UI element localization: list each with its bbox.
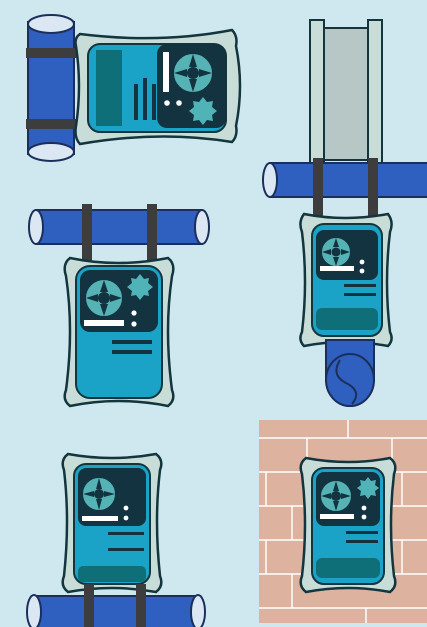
pipe-end-curve bbox=[335, 359, 358, 405]
diagram-meter-below-horizontal-pipe-with-vertical-duct bbox=[262, 19, 427, 407]
meter-display-strip bbox=[84, 320, 124, 326]
mount-strap-right bbox=[147, 204, 157, 270]
status-dot bbox=[361, 505, 367, 511]
status-dot bbox=[123, 505, 129, 511]
gear-icon bbox=[357, 477, 379, 499]
status-dot bbox=[361, 514, 367, 520]
meter-label-bar bbox=[134, 84, 138, 120]
meter-label-bar bbox=[152, 84, 156, 120]
duct-flange-left bbox=[309, 19, 325, 165]
meter-display-strip bbox=[82, 516, 118, 521]
meter-label-bar bbox=[112, 350, 152, 354]
meter-label-bar bbox=[112, 340, 152, 344]
wheel-icon bbox=[81, 476, 117, 512]
meter-label-bar bbox=[346, 531, 378, 534]
wheel-icon bbox=[320, 236, 352, 268]
meter-label-bar bbox=[346, 540, 378, 543]
pipe-end-view bbox=[325, 353, 375, 407]
meter-display-strip bbox=[320, 514, 354, 519]
wheel-icon bbox=[319, 479, 353, 513]
mount-strap-left bbox=[84, 584, 94, 627]
diagram-meter-above-horizontal-pipe bbox=[26, 452, 206, 627]
mount-strap-right bbox=[136, 584, 146, 627]
diagram-meter-hanging-below-horizontal-pipe bbox=[28, 204, 210, 408]
status-dot bbox=[359, 268, 365, 274]
duct-flange-right bbox=[367, 19, 383, 165]
pipe-end-top bbox=[27, 14, 75, 34]
gear-icon bbox=[189, 97, 217, 125]
status-dot bbox=[131, 321, 137, 327]
diagram-horizontal-meter-on-vertical-pipe bbox=[26, 14, 242, 162]
mount-strap-right bbox=[368, 158, 378, 218]
wheel-icon bbox=[84, 278, 124, 318]
meter-base bbox=[316, 308, 378, 330]
horizontal-pipe bbox=[35, 209, 203, 245]
pipe-end-right bbox=[190, 594, 206, 627]
meter-label-bar bbox=[108, 532, 144, 535]
gear-icon bbox=[127, 274, 153, 300]
pipe-end-bottom bbox=[27, 142, 75, 162]
status-dot bbox=[164, 100, 170, 106]
pipe-end-left bbox=[262, 162, 278, 198]
vertical-pipe bbox=[27, 21, 75, 155]
status-dot bbox=[359, 259, 365, 265]
meter-label-bar bbox=[344, 293, 376, 296]
mount-strap-left bbox=[313, 158, 323, 218]
horizontal-pipe bbox=[269, 162, 427, 198]
meter-base bbox=[316, 558, 380, 578]
meter-label-bar bbox=[108, 548, 144, 551]
horizontal-pipe bbox=[33, 595, 199, 627]
meter-label-bar bbox=[344, 284, 376, 287]
pipe-end-right bbox=[194, 209, 210, 245]
meter-display-strip bbox=[163, 52, 169, 92]
diagram-meter-on-brick-wall bbox=[259, 420, 427, 623]
wheel-icon bbox=[172, 52, 214, 94]
status-dot bbox=[176, 100, 182, 106]
pipe-end-left bbox=[28, 209, 44, 245]
meter-panel-left bbox=[96, 50, 122, 126]
vertical-duct bbox=[317, 27, 373, 161]
status-dot bbox=[123, 515, 129, 521]
meter-label-bar bbox=[143, 78, 147, 120]
pipe-end-left bbox=[26, 594, 42, 627]
status-dot bbox=[131, 310, 137, 316]
mount-strap-left bbox=[82, 204, 92, 270]
meter-base bbox=[78, 566, 146, 582]
mount-strap-top bbox=[26, 48, 88, 58]
mount-strap-bottom bbox=[26, 119, 88, 129]
meter-display-strip bbox=[320, 266, 354, 271]
